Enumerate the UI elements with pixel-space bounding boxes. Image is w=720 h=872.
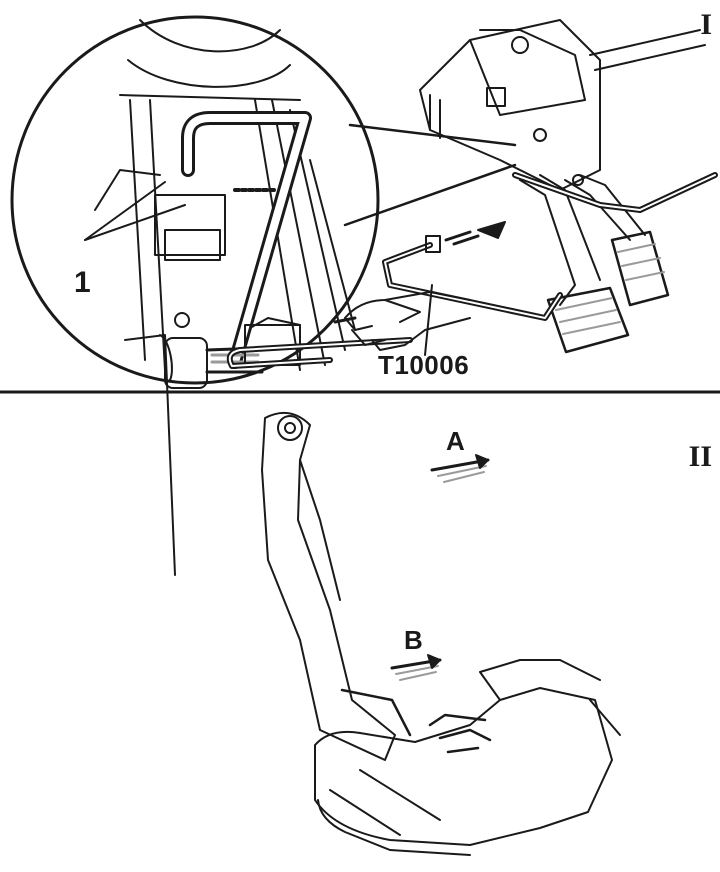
arrow-a xyxy=(430,454,490,483)
arrow-b-label: B xyxy=(404,625,423,655)
arrow-a-label: A xyxy=(446,426,465,456)
panel-number-2: II xyxy=(688,440,712,473)
hand xyxy=(333,291,471,351)
tool-in-bracket xyxy=(512,172,718,213)
detail-magnifier xyxy=(10,15,517,385)
tool-label: T10006 xyxy=(378,350,470,380)
pedal-bracket xyxy=(419,19,706,191)
brake-pedal xyxy=(519,174,630,354)
arrow-b xyxy=(390,654,442,681)
panel-number-1: I xyxy=(700,8,712,41)
brake-booster-pushrod xyxy=(124,317,301,576)
pedal-arm xyxy=(261,411,412,761)
t10006-tool-installed xyxy=(226,337,413,369)
shoe-and-leg xyxy=(314,659,621,856)
t10006-tool xyxy=(382,221,563,356)
callout-1: 1 xyxy=(74,266,91,299)
clutch-pedal xyxy=(564,174,670,307)
